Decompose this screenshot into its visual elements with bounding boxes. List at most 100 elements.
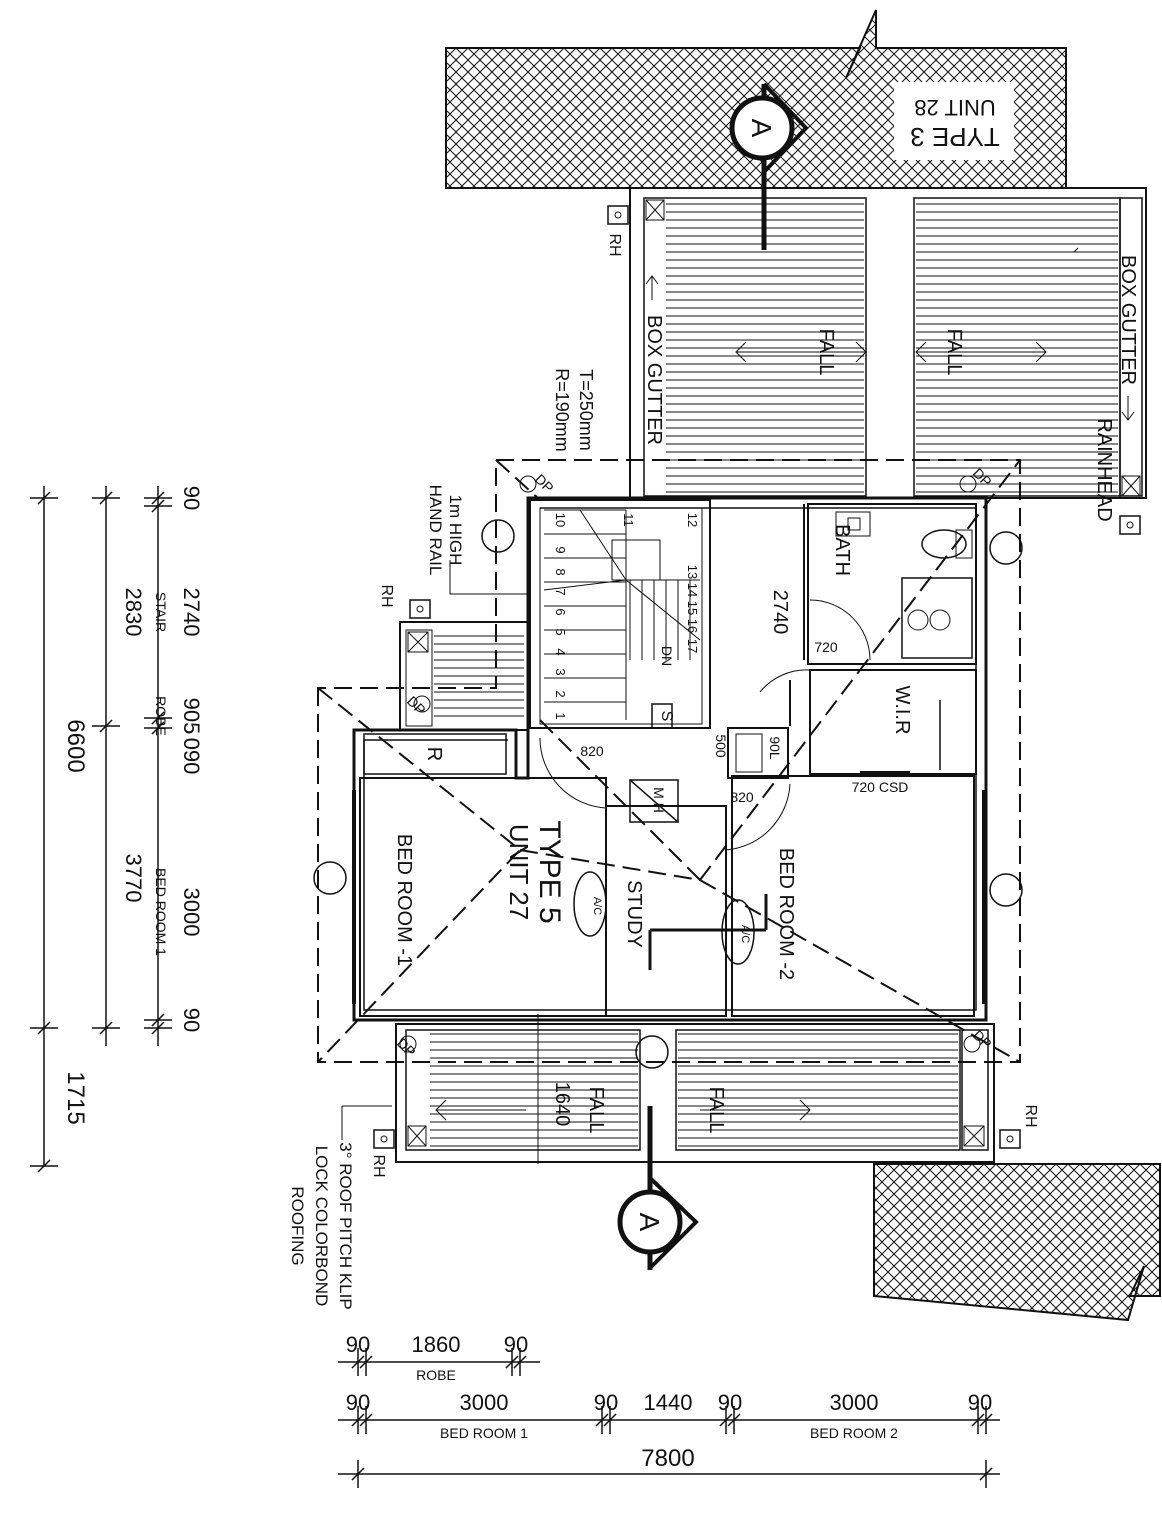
adjacent-unit-bottom-hatch — [873, 1163, 1161, 1322]
fall-label-1: FALL — [815, 329, 837, 376]
stair-step-number: 17 — [685, 639, 700, 653]
services-symbols — [573, 703, 768, 970]
fall-label-2: FALL — [943, 329, 965, 376]
ac-label-1: A/C — [591, 897, 603, 915]
dim-1640: 1640 — [551, 1082, 573, 1127]
dim-bottom-row2-value: 1440 — [644, 1390, 693, 1415]
dim-left-row1-value: 905 — [179, 698, 204, 735]
dim-left-row1-value: 090 — [179, 738, 204, 775]
stair-step-number: 5 — [553, 628, 568, 635]
rh-label-3: RH — [370, 1154, 387, 1177]
main-walls — [352, 496, 988, 1022]
stair-step-number: 14 — [685, 583, 700, 597]
dim-bottom-row2-value: 3000 — [830, 1390, 879, 1415]
dim-bottom-row2-label: BED ROOM 1 — [440, 1425, 528, 1441]
dim-bottom-row1-value: 90 — [504, 1332, 528, 1357]
dim-bottom-row2-value: 90 — [346, 1390, 370, 1415]
tread-label: T=250mm — [576, 369, 596, 451]
roof-note-3: ROOFING — [288, 1186, 307, 1265]
dp-label-3: DP — [404, 693, 429, 718]
section-marker-top: A — [746, 119, 777, 138]
dim-bottom-row1-label: ROBE — [416, 1367, 456, 1383]
dimension-lines — [30, 486, 1000, 1488]
door-820-a: 820 — [580, 743, 604, 759]
downpipes — [313, 475, 1023, 1069]
dim-left-row2-value: 2830 — [121, 588, 146, 637]
dp-label-1: DP — [532, 471, 557, 496]
handrail-label-2: HAND RAIL — [426, 485, 445, 576]
dim-left-total: 6600 — [62, 719, 89, 772]
dim-left-row1-value: 90 — [179, 1008, 204, 1032]
dim-2740-hall: 2740 — [769, 590, 791, 635]
dim-bottom-row2-value: 90 — [718, 1390, 742, 1415]
dim-left-row1-label: STAIR — [153, 592, 169, 632]
main-unit-label: UNIT 27 — [504, 824, 534, 920]
section-marker-bottom: A — [634, 1213, 665, 1232]
dim-bottom-total: 7800 — [641, 1445, 694, 1472]
robe-label: R — [423, 747, 445, 761]
section-line-a — [617, 82, 809, 1270]
csd-label: 720 CSD — [852, 779, 909, 795]
fall-label-4: FALL — [705, 1087, 727, 1134]
rh-label-2: RH — [378, 584, 395, 607]
stair-step-number: 16 — [685, 619, 700, 633]
stair-step-number: 8 — [553, 568, 568, 575]
dp-label-5: DP — [970, 1027, 995, 1052]
dim-left-row1-value: 90 — [179, 486, 204, 510]
roof-top — [607, 187, 1147, 535]
dim-left-row1-label: ROBE — [153, 696, 169, 736]
stair-step-number: 12 — [685, 513, 700, 527]
adjacent-unit-label: UNIT 28 — [914, 95, 996, 120]
main-type-label: TYPE 5 — [533, 820, 566, 923]
dim-left-row2-value: 3770 — [121, 854, 146, 903]
roof-note-1: 3° ROOF PITCH KLIP — [336, 1142, 355, 1309]
box-gutter-right: BOX GUTTER — [1117, 255, 1139, 385]
stair-step-number: 4 — [553, 648, 568, 655]
dim-bottom-row2-value: 90 — [594, 1390, 618, 1415]
adjacent-type-label: TYPE 3 — [910, 122, 1000, 152]
riser-label: R=190mm — [552, 368, 572, 452]
stair-step-number: 1 — [553, 712, 568, 719]
fall-label-3: FALL — [585, 1087, 607, 1134]
rh-label-1: RH — [606, 233, 623, 256]
stair-step-number: 13 — [685, 565, 700, 579]
dp-label-4: DP — [394, 1035, 419, 1060]
bath-label: BATH — [831, 524, 853, 576]
roof-stair-landing — [399, 560, 530, 731]
dim-bottom-row2-label: BED ROOM 2 — [810, 1425, 898, 1441]
stair — [543, 509, 701, 720]
stair-step-number: 10 — [553, 513, 568, 527]
smoke-detector-label: S — [658, 711, 675, 722]
dim-left-row1-value: 2740 — [179, 588, 204, 637]
ac-label-2: A/C — [739, 925, 751, 943]
stair-step-number: 7 — [553, 588, 568, 595]
bed-room-1-label: BED ROOM -1 — [393, 834, 415, 966]
dim-left-row1-value: 3000 — [179, 888, 204, 937]
stair-step-number: 15 — [685, 601, 700, 615]
dp-label-2: DP — [970, 465, 995, 490]
roof-hips-dashed — [317, 459, 1021, 1063]
roof-bottom — [341, 1014, 1021, 1164]
stair-dn-label: DN — [659, 646, 675, 666]
dim-bottom-row1-value: 1860 — [412, 1332, 461, 1357]
dim-left-overhang: 1715 — [62, 1071, 89, 1124]
dim-500-label: 500 — [713, 734, 729, 758]
stair-step-number: 6 — [553, 608, 568, 615]
handrail-label-1: 1m HIGH — [446, 495, 465, 566]
manhole-label: M H — [651, 787, 667, 813]
door-820-b: 820 — [730, 789, 754, 805]
study-label: STUDY — [623, 880, 645, 948]
roof-note-2: LOCK COLORBOND — [312, 1146, 331, 1307]
door-720-label: 720 — [814, 639, 838, 655]
dim-90l-label: 90L — [767, 736, 783, 760]
bed-room-2-label: BED ROOM -2 — [775, 848, 797, 980]
dim-left-row1-label: BED ROOM 1 — [153, 868, 169, 956]
door-swings — [539, 599, 910, 851]
wir-label: W.I.R — [891, 686, 913, 735]
dim-bottom-row1-value: 90 — [346, 1332, 370, 1357]
stair-step-number: 11 — [621, 513, 636, 527]
dim-bottom-row2-value: 90 — [968, 1390, 992, 1415]
rainhead-label: RAINHEAD — [1093, 418, 1115, 521]
